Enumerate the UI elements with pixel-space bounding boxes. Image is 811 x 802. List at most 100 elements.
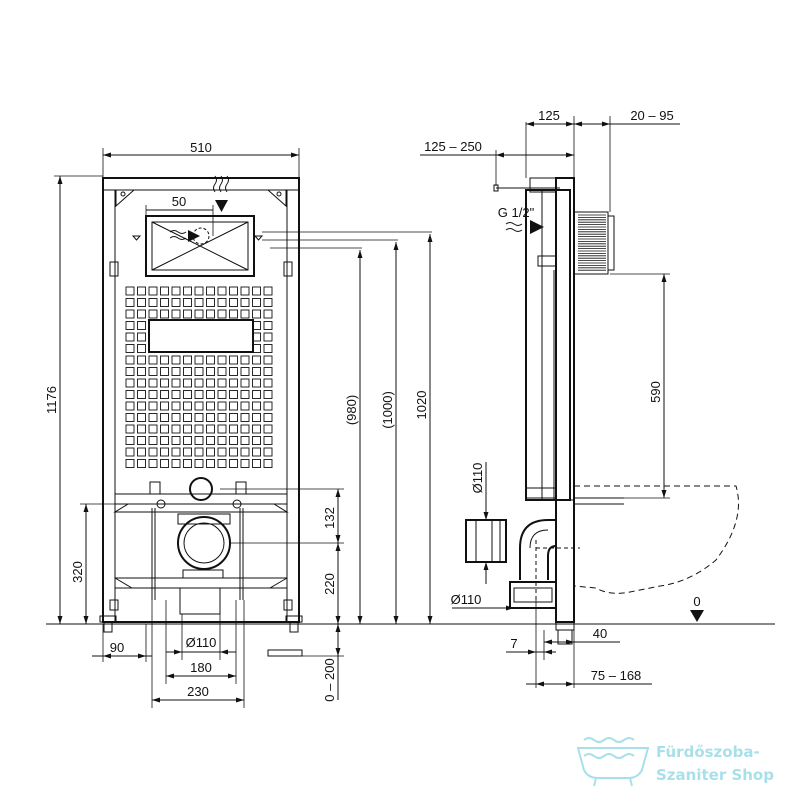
grid-square — [194, 436, 204, 445]
grid-square — [183, 298, 192, 307]
dimension-980: (980) — [344, 395, 359, 425]
flush-plate — [573, 211, 609, 275]
frame-grid-pattern — [125, 286, 273, 468]
grid-square — [183, 367, 192, 376]
grid-square — [137, 459, 146, 468]
arrow-down-icon — [215, 200, 228, 212]
grid-square — [137, 424, 146, 434]
grid-square — [206, 413, 215, 422]
grid-square — [171, 298, 181, 307]
grid-square — [137, 286, 146, 296]
grid-square — [252, 424, 261, 434]
watermark: Fürdőszoba- Szaniter Shop — [576, 737, 774, 787]
grid-square — [263, 436, 273, 445]
grid-square — [240, 298, 250, 307]
grid-square — [252, 413, 261, 422]
grid-square — [183, 355, 192, 365]
dimension-1176: 1176 — [44, 386, 59, 414]
grid-square — [137, 378, 146, 388]
grid-square — [194, 309, 204, 319]
grid-square — [160, 378, 169, 388]
grid-square — [229, 401, 238, 411]
watermark-line1: Fürdőszoba- — [656, 743, 760, 761]
grid-square — [229, 413, 238, 422]
grid-square — [125, 367, 135, 376]
grid-square — [263, 321, 273, 330]
grid-square — [125, 286, 135, 296]
bathtub-icon — [576, 737, 650, 787]
grid-square — [183, 459, 192, 468]
grid-square — [137, 321, 146, 330]
grid-square — [217, 298, 227, 307]
dimension-0-200: 0 – 200 — [322, 658, 337, 701]
dimension-1020: 1020 — [414, 391, 429, 420]
grid-square — [137, 401, 146, 411]
grid-square — [194, 286, 204, 296]
grid-square — [125, 355, 135, 365]
grid-square — [229, 447, 238, 457]
grid-square — [240, 401, 250, 411]
dimension-125: 125 — [538, 108, 560, 123]
dimension-d110-side-top: Ø110 — [470, 463, 485, 494]
grid-square — [206, 424, 215, 434]
grid-square — [160, 401, 169, 411]
grid-square — [194, 355, 204, 365]
grid-square — [194, 424, 204, 434]
grid-square — [148, 309, 158, 319]
grid-square — [125, 413, 135, 422]
side-frame-post — [555, 177, 575, 623]
grid-square — [206, 436, 215, 445]
grid-square — [263, 309, 273, 319]
grid-square — [171, 286, 181, 296]
dimension-d110-front: Ø110 — [186, 635, 217, 650]
grid-square — [125, 401, 135, 411]
dimension-40: 40 — [593, 626, 607, 641]
grid-square — [171, 413, 181, 422]
grid-square — [171, 309, 181, 319]
dimension-590: 590 — [648, 381, 663, 403]
grid-square — [183, 309, 192, 319]
grid-square — [252, 459, 261, 468]
grid-square — [229, 367, 238, 376]
grid-square — [148, 367, 158, 376]
grid-square — [137, 436, 146, 445]
grid-square — [252, 298, 261, 307]
grid-square — [240, 309, 250, 319]
grid-square — [229, 298, 238, 307]
grid-square — [217, 378, 227, 388]
grid-square — [240, 424, 250, 434]
water-inlet-icon — [213, 175, 229, 193]
watermark-line2: Szaniter Shop — [656, 766, 774, 784]
grid-square — [206, 367, 215, 376]
grid-square — [183, 436, 192, 445]
grid-square — [263, 390, 273, 399]
grid-square — [263, 298, 273, 307]
grid-square — [240, 436, 250, 445]
grid-square — [263, 447, 273, 457]
grid-square — [240, 355, 250, 365]
grid-square — [183, 424, 192, 434]
grid-square — [183, 413, 192, 422]
grid-square — [229, 436, 238, 445]
side-frame-upper — [525, 189, 571, 501]
bottom-rail — [114, 493, 288, 505]
grid-square — [206, 355, 215, 365]
label-g-half: G 1/2" — [498, 205, 535, 220]
grid-square — [148, 459, 158, 468]
grid-square — [171, 459, 181, 468]
grid-window — [148, 319, 254, 353]
grid-square — [194, 367, 204, 376]
grid-square — [263, 355, 273, 365]
grid-square — [240, 447, 250, 457]
grid-square — [263, 332, 273, 342]
grid-square — [148, 390, 158, 399]
grid-square — [252, 447, 261, 457]
grid-square — [125, 436, 135, 445]
grid-square — [148, 424, 158, 434]
cross-beam — [114, 577, 288, 589]
grid-square — [229, 286, 238, 296]
dimension-230: 230 — [187, 684, 209, 699]
grid-square — [148, 401, 158, 411]
grid-square — [217, 390, 227, 399]
grid-square — [240, 286, 250, 296]
